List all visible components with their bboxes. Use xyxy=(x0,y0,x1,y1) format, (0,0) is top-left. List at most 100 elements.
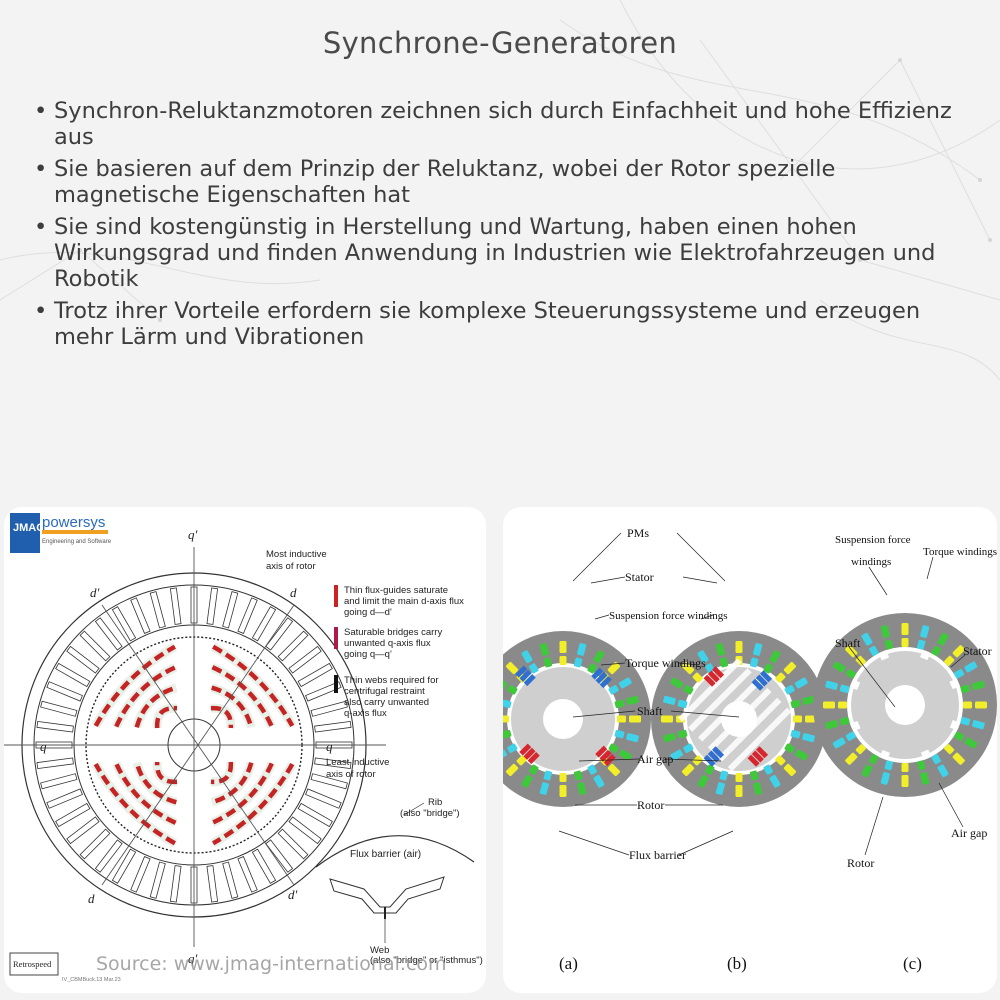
bullet-marker: • xyxy=(34,98,48,124)
winding-slot xyxy=(920,625,930,638)
label-c-air-gap: Air gap xyxy=(951,826,987,840)
rotor-notch xyxy=(849,679,861,690)
winding-slot xyxy=(790,729,801,739)
flux-guide xyxy=(210,761,234,785)
stator-slot xyxy=(55,802,91,828)
winding-slot xyxy=(681,661,695,675)
winding-slot xyxy=(855,655,866,666)
winding-slot xyxy=(972,680,985,690)
stator-slot xyxy=(297,662,333,688)
label-c-suspension: Suspension force xyxy=(835,534,911,546)
rotor-notch xyxy=(878,650,890,661)
axis-label: d xyxy=(290,585,297,600)
stator-slot xyxy=(36,757,74,770)
winding-slot xyxy=(861,632,873,646)
winding-slot xyxy=(775,672,786,683)
winding-slot xyxy=(607,661,621,675)
winding-slot xyxy=(559,641,567,653)
stator-slot xyxy=(314,720,352,733)
winding-slot xyxy=(715,782,725,795)
motor-a xyxy=(503,631,651,807)
winding-slot xyxy=(618,749,632,761)
permanent-magnet xyxy=(515,665,528,678)
winding-slot xyxy=(593,650,605,664)
winding-slot xyxy=(916,760,926,771)
winding-slot xyxy=(839,716,850,726)
legend-text: Thin webs required for xyxy=(344,675,439,686)
permanent-magnet xyxy=(756,746,769,759)
axis-label: q' xyxy=(188,527,198,542)
permanent-magnet xyxy=(599,749,612,762)
winding-slot xyxy=(661,715,673,723)
winding-slot xyxy=(507,685,518,695)
winding-slot xyxy=(587,764,597,775)
winding-slot xyxy=(845,731,856,741)
flux-barrier-slot xyxy=(210,761,297,848)
stator-slot xyxy=(288,816,322,845)
bullet-marker: • xyxy=(34,298,48,324)
winding-slot xyxy=(559,785,567,797)
winding-slot xyxy=(559,773,567,782)
permanent-magnet xyxy=(595,745,608,758)
flux-barrier-inset: Rib (also "bridge") Flux barrier (air) W… xyxy=(315,797,483,966)
label-c-rotor: Rotor xyxy=(847,856,874,870)
winding-slot xyxy=(931,645,941,656)
flux-barrier-slot xyxy=(210,642,297,729)
flux-barrier xyxy=(678,658,742,722)
source-credit: Source: www.jmag-international.com xyxy=(96,953,447,975)
winding-slot xyxy=(573,657,583,668)
winding-slot xyxy=(753,643,763,656)
flux-barrier xyxy=(688,668,752,732)
motor-c-labels: Suspension force windings Torque winding… xyxy=(835,534,997,870)
stator-slot xyxy=(46,681,83,702)
rotor-notch xyxy=(949,678,960,690)
stator-slot xyxy=(66,645,100,674)
retrospeed-logo: Retrospeed IV_CBMBuck.13 Mar.23 xyxy=(9,952,121,983)
winding-slot xyxy=(753,782,763,795)
jmag-logo: JMAG powersys Engineering and Software xyxy=(10,513,112,553)
stator-slot xyxy=(305,788,342,809)
winding-slot xyxy=(683,685,694,695)
permanent-magnet xyxy=(523,747,536,760)
rotor-notch xyxy=(879,749,890,761)
bullet-item: • Sie basieren auf dem Prinzip der Reluk… xyxy=(30,156,975,208)
permanent-magnet xyxy=(519,669,532,682)
winding-slot xyxy=(975,701,987,709)
legend-swatch xyxy=(334,585,338,607)
bullet-text: Synchron-Reluktanzmotoren zeichnen sich … xyxy=(54,98,952,150)
winding-slot xyxy=(794,749,808,761)
winding-slot xyxy=(901,775,909,787)
winding-slot xyxy=(869,754,879,765)
winding-slot xyxy=(543,657,553,668)
permanent-magnet xyxy=(760,670,773,683)
stator-slot xyxy=(265,839,294,873)
winding-slot xyxy=(677,699,688,709)
winding-slot xyxy=(735,641,743,653)
bullet-list: • Synchron-Reluktanzmotoren zeichnen sic… xyxy=(30,98,975,356)
winding-slot xyxy=(608,685,619,695)
stator-slot xyxy=(222,591,239,629)
winding-slot xyxy=(960,684,971,694)
bullet-marker: • xyxy=(34,214,48,240)
winding-slot xyxy=(529,764,539,775)
legend-swatch xyxy=(334,627,338,649)
stator-slot xyxy=(111,848,137,884)
stator-slot xyxy=(66,816,100,845)
label-c-shaft: Shaft xyxy=(835,636,861,650)
winding-slot xyxy=(663,733,676,743)
winding-slot xyxy=(614,729,625,739)
legend-swatch xyxy=(334,675,338,693)
flux-barriers xyxy=(91,642,297,848)
rotor-notch xyxy=(949,720,961,731)
winding-slot xyxy=(539,643,549,656)
stator-slot xyxy=(130,856,151,893)
winding-slot xyxy=(769,650,781,664)
axis-label: d' xyxy=(90,585,100,600)
winding-slot xyxy=(577,643,587,656)
legend-text: Thin flux-guides saturate xyxy=(344,585,448,596)
winding-slot xyxy=(697,774,709,788)
stator-slot xyxy=(277,828,309,860)
winding-slot xyxy=(944,655,955,666)
label-torque-windings: Torque windings xyxy=(625,656,706,670)
